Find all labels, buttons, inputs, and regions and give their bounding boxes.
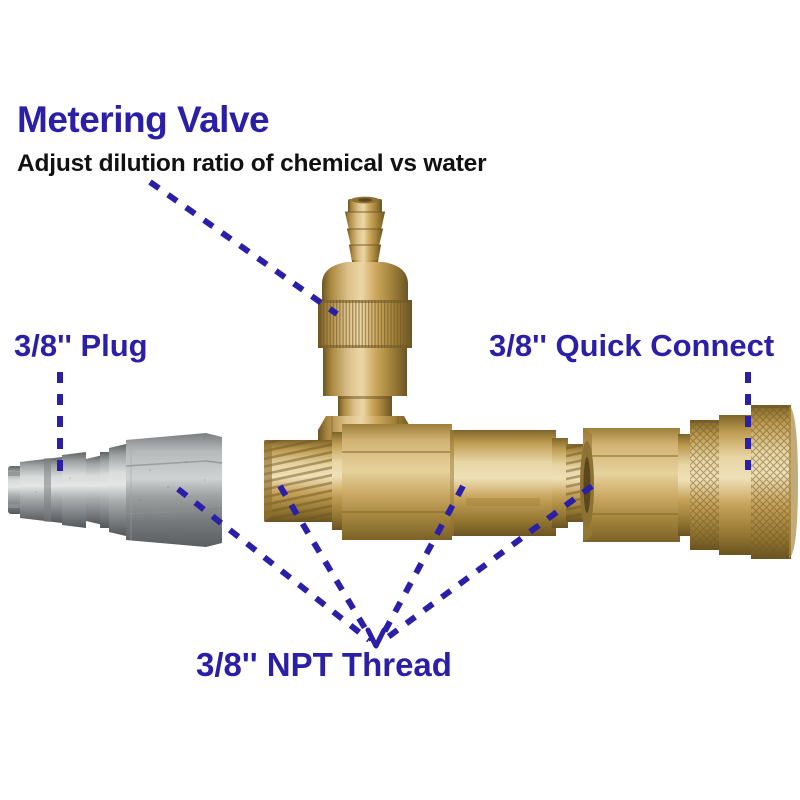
label-npt-thread: 3/8'' NPT Thread xyxy=(196,646,452,683)
valve-cap xyxy=(322,262,408,300)
qc-knurl-front xyxy=(690,420,720,550)
label-plug: 3/8'' Plug xyxy=(14,328,148,363)
body-hex xyxy=(342,424,452,540)
leader-npt-plug xyxy=(176,486,371,643)
npt-arrowhead xyxy=(365,627,387,649)
hose-barb xyxy=(345,196,385,276)
part-quick-connect xyxy=(580,405,798,559)
qc-release-sleeve xyxy=(751,405,798,559)
qc-hex-body xyxy=(580,428,680,542)
part-plug xyxy=(8,433,223,547)
label-metering-valve-subtitle: Adjust dilution ratio of chemical vs wat… xyxy=(17,150,487,177)
label-quick-connect: 3/8'' Quick Connect xyxy=(489,328,775,363)
label-metering-valve: Metering Valve xyxy=(17,99,270,140)
leader-metering-valve xyxy=(148,179,339,317)
leader-npt-valve-right xyxy=(377,484,466,642)
body-cylinder xyxy=(450,430,556,536)
leader-npt-valve-left xyxy=(277,484,375,642)
npt-thread-left xyxy=(264,440,334,522)
part-metering-valve xyxy=(264,196,638,540)
leader-lines xyxy=(57,179,751,643)
